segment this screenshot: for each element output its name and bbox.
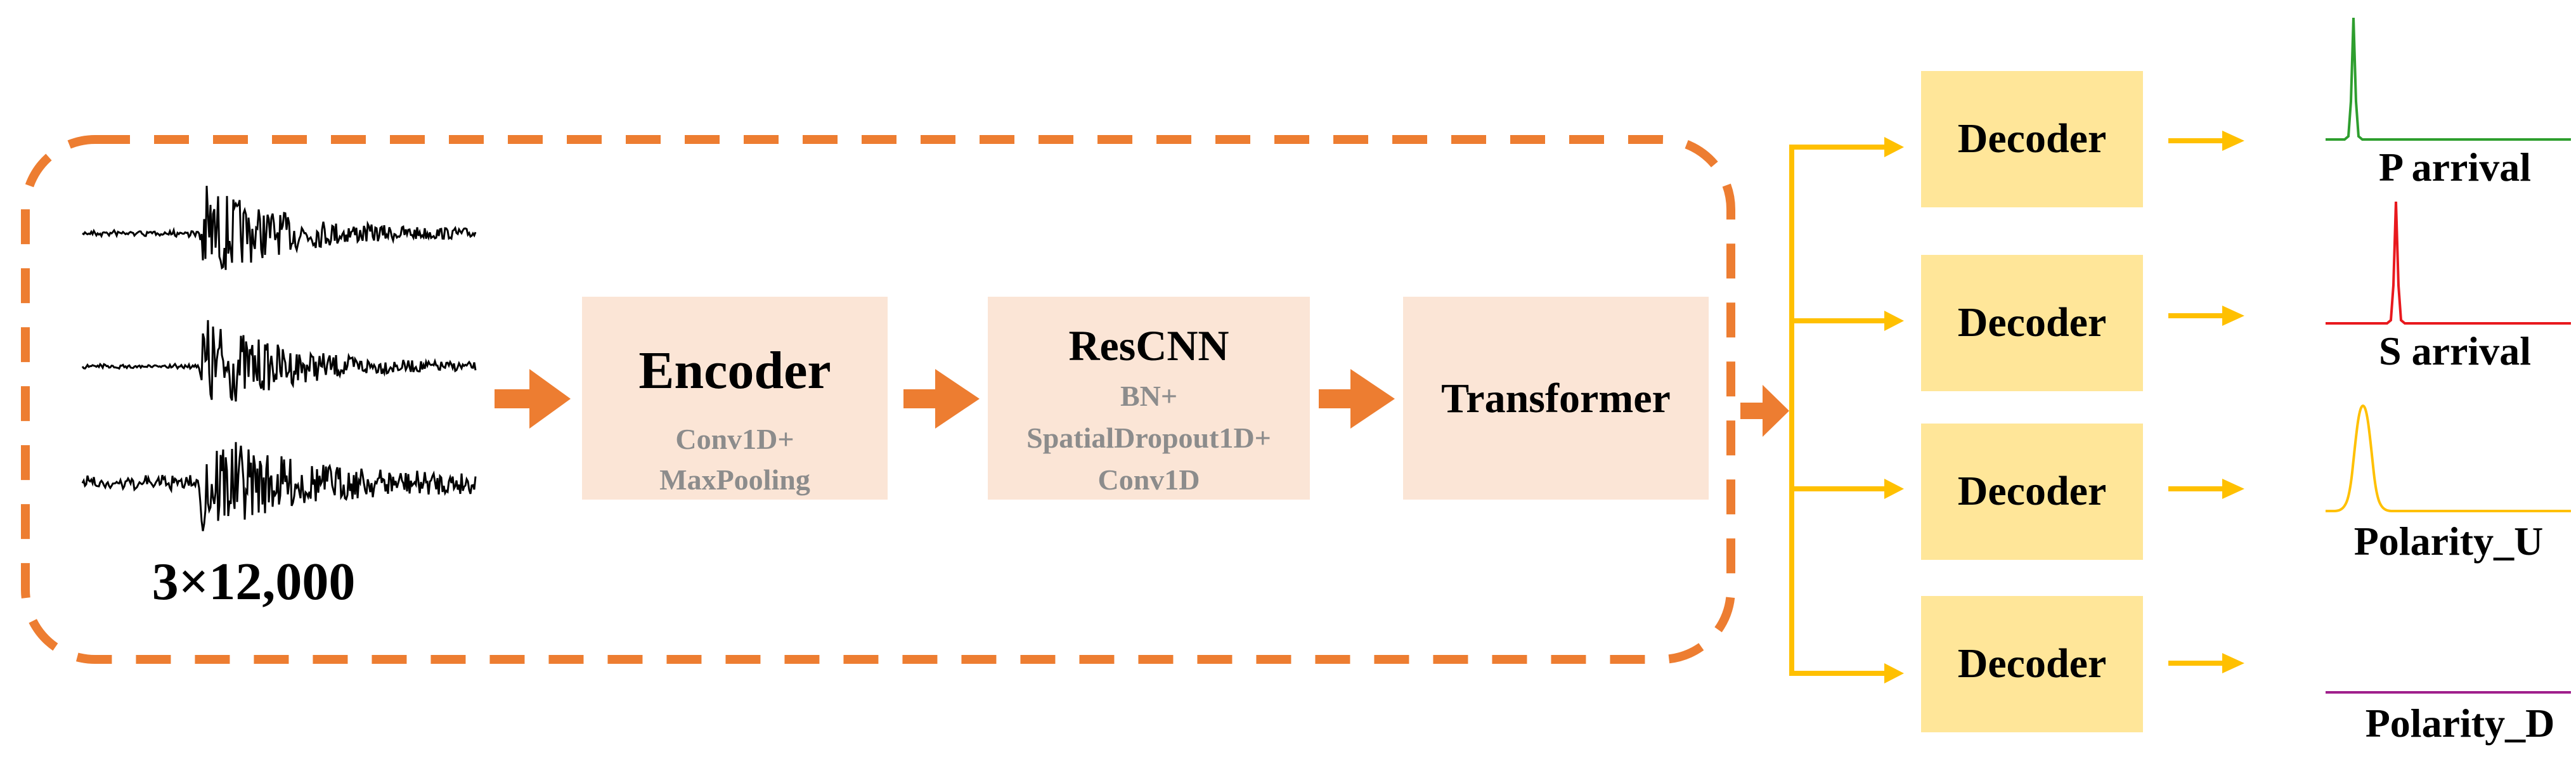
decoder-box-d	[1921, 596, 2143, 732]
output-label-u: Polarity_U	[2354, 519, 2544, 564]
rescnn-block: ResCNN BN+ SpatialDropout1D+ Conv1D	[988, 297, 1310, 500]
polarity-u-trace	[2326, 404, 2571, 512]
transformer-block: Transformer	[1403, 297, 1709, 500]
decoder-row-d: Decoder	[1789, 596, 2244, 732]
decoder-rows: Decoder Decoder Decoder Decoder	[1789, 71, 2244, 732]
output-label-d: Polarity_D	[2366, 701, 2555, 746]
decoder-label-u: Decoder	[1958, 468, 2107, 514]
flow-arrow-3	[1319, 369, 1395, 429]
rescnn-subline-2: SpatialDropout1D+	[1026, 422, 1271, 454]
output-label-s: S arrival	[2379, 328, 2531, 373]
waveform-trace-1	[82, 186, 477, 270]
encoder-subline-1: Conv1D+	[675, 423, 794, 455]
dashed-container	[21, 135, 1735, 664]
rescnn-subline-3: Conv1D	[1097, 463, 1200, 496]
encoder-subline-2: MaxPooling	[659, 463, 810, 496]
waveform-trace-3	[81, 442, 477, 531]
rescnn-title: ResCNN	[1068, 321, 1229, 370]
waveform-trace-2	[81, 320, 477, 402]
decoder-box-u	[1921, 424, 2143, 560]
encoder-block: Encoder Conv1D+ MaxPooling	[582, 297, 888, 500]
flow-arrow-2	[903, 369, 980, 429]
flow-arrow-1	[495, 369, 571, 429]
rescnn-subline-1: BN+	[1120, 380, 1177, 412]
flow-arrow-4	[1740, 385, 1789, 437]
encoder-title: Encoder	[638, 341, 831, 400]
decoder-box-p	[1921, 71, 2143, 207]
decoder-box-s	[1921, 255, 2143, 391]
decoder-label-s: Decoder	[1958, 299, 2107, 346]
decoder-row-s: Decoder	[1789, 255, 2244, 391]
p-arrival-trace	[2326, 17, 2571, 141]
transformer-title: Transformer	[1441, 375, 1671, 422]
decoder-row-p: Decoder	[1789, 71, 2244, 207]
output-traces	[2326, 17, 2571, 694]
waveform-input	[81, 186, 477, 531]
decoder-label-p: Decoder	[1958, 115, 2107, 162]
decoder-row-u: Decoder	[1789, 424, 2244, 560]
output-label-p: P arrival	[2379, 145, 2531, 190]
s-arrival-trace	[2326, 201, 2571, 325]
decoder-label-d: Decoder	[1958, 640, 2107, 687]
input-shape-label: 3×12,000	[152, 552, 356, 611]
